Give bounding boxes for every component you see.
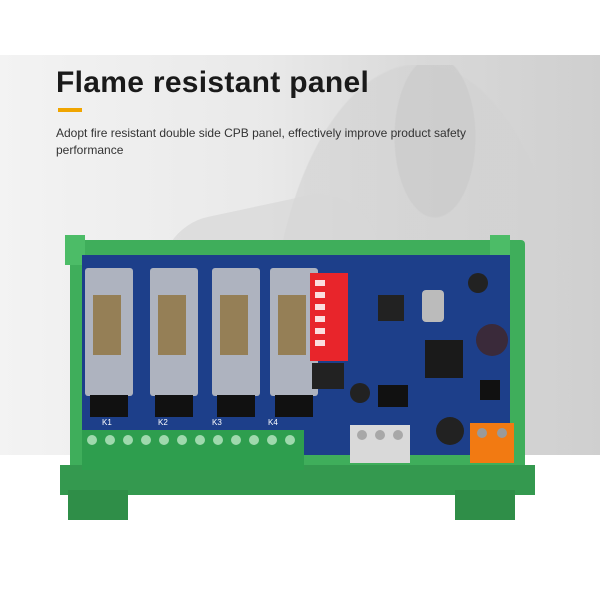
electrolytic-capacitor [476,324,508,356]
capacitor-small [468,273,488,293]
relay-coil-k2 [158,295,186,355]
din-rail-foot-left [68,490,128,520]
feature-description: Adopt fire resistant double side CPB pan… [56,126,466,157]
terminal-screws [87,435,295,445]
relay-base-k4 [275,395,313,417]
title-accent-bar [58,108,82,112]
rail-clip-left [65,235,85,265]
driver-ic [312,363,344,389]
relay-coil-k4 [278,295,306,355]
optocoupler-chip [378,385,408,407]
crystal-oscillator [422,290,444,322]
power-terminal-orange [470,423,514,463]
voltage-regulator [425,340,463,378]
capacitor-bottom [436,417,464,445]
relay-label-k1: K1 [102,418,112,427]
relay-group [85,268,318,417]
microcontroller-chip [378,295,404,321]
relay-board-image: K1 K2 K3 K4 [60,235,535,520]
relay-base-k3 [217,395,255,417]
relay-coil-k3 [220,295,248,355]
relay-label-k4: K4 [268,418,278,427]
capacitor-mid [350,383,370,403]
relay-label-k3: K3 [212,418,222,427]
relay-coil-k1 [93,295,121,355]
relay-label-k2: K2 [158,418,168,427]
page-title: Flame resistant panel [56,66,370,99]
inductor [480,380,500,400]
din-rail-foot-right [455,490,515,520]
relay-base-k2 [155,395,193,417]
terminal-block-green [82,430,304,470]
relay-base-k1 [90,395,128,417]
